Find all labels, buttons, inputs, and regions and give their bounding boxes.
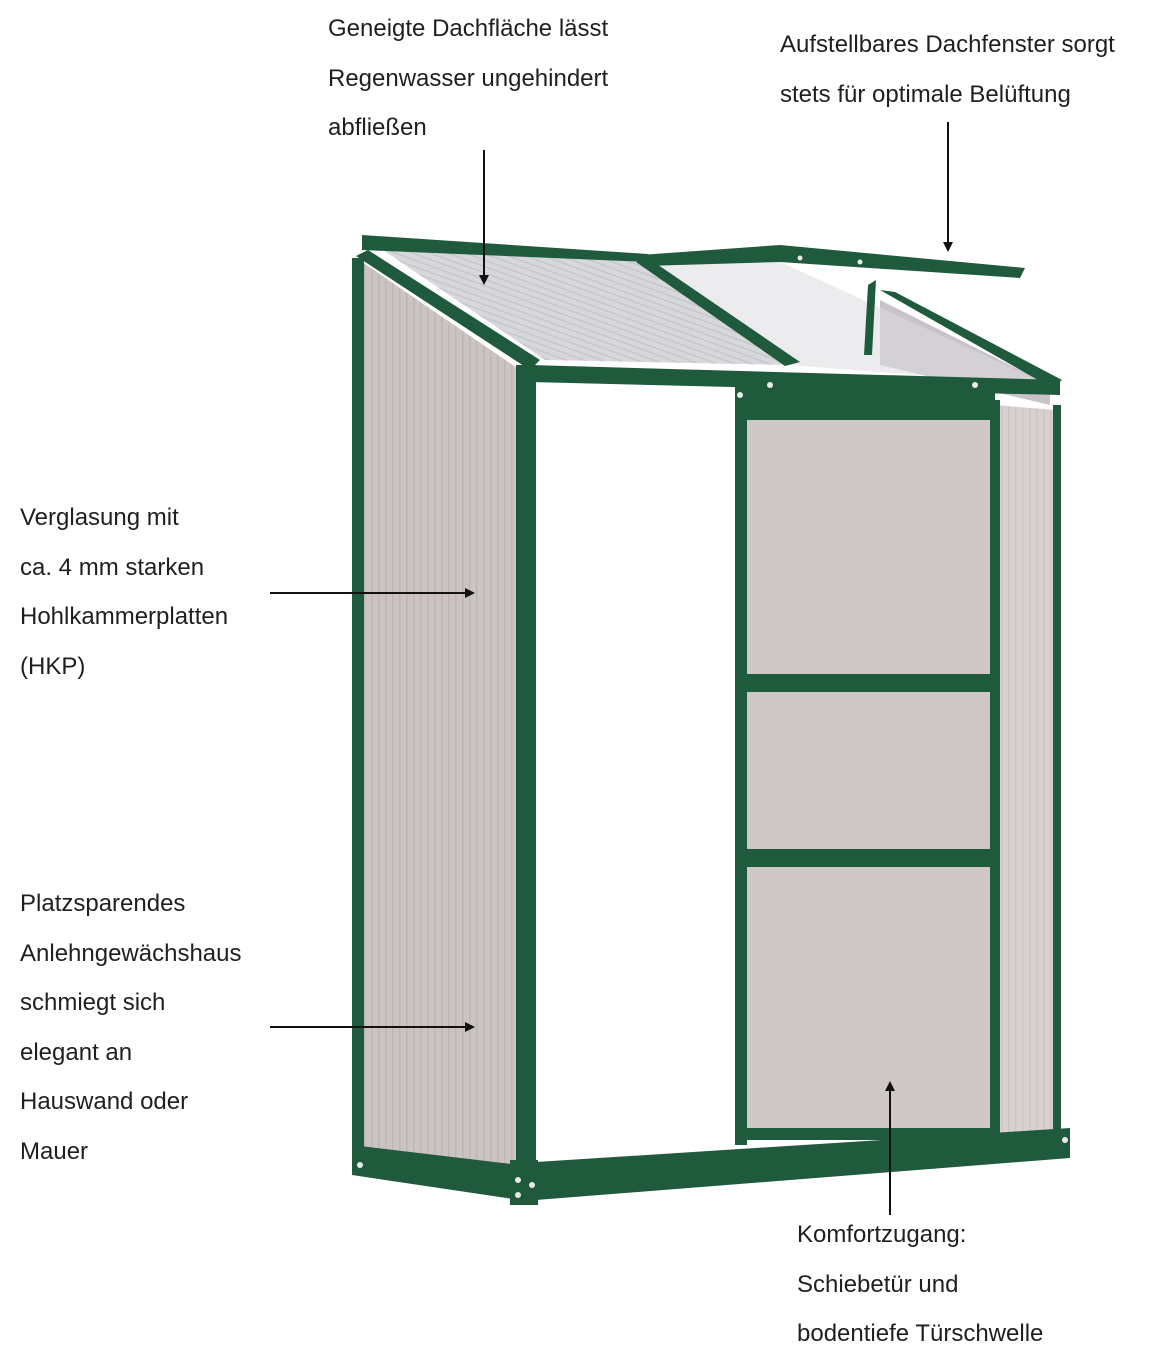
roof-panel-right: [640, 262, 1050, 385]
frame-roof-ridge: [362, 235, 648, 262]
frame-base-corner: [510, 1160, 538, 1205]
side-wall-panel: [362, 262, 520, 1170]
annotation-line: Verglasung mit: [20, 504, 179, 531]
annotation-window: Aufstellbares Dachfenster sorgt stets fü…: [780, 20, 1115, 119]
frame-door-post-right: [990, 400, 1000, 1140]
frame-door-post-left: [735, 375, 747, 1145]
annotation-line: Anlehngewächshaus: [20, 939, 242, 967]
frame-base-left: [352, 1145, 520, 1200]
annotation-line: ca. 4 mm starken: [20, 553, 205, 581]
annotation-line: (HKP): [20, 652, 86, 680]
frame-corner-post: [516, 365, 536, 1175]
roof-vent-support: [864, 280, 876, 355]
frame-left-post: [352, 258, 364, 1158]
door-panel-upper: [747, 420, 990, 675]
annotation-line: Schiebetür und: [797, 1270, 959, 1298]
annotation-door: Komfortzugang: Schiebetür und bodentiefe…: [797, 1210, 1043, 1359]
annotation-line: schmiegt sich: [20, 989, 166, 1016]
annotation-line: Hauswand oder: [20, 1088, 189, 1115]
frame-base-front: [536, 1128, 1070, 1200]
annotation-line: stets für optimale Belüftung: [780, 80, 1071, 108]
annotation-glazing: Verglasung mit ca. 4 mm starken Hohlkamm…: [20, 493, 228, 691]
door-rail-2: [745, 849, 995, 867]
roof-vent: [640, 245, 1025, 278]
annotation-line: Hohlkammerplatten: [20, 603, 229, 630]
annotation-line: Regenwasser ungehindert: [328, 64, 609, 92]
frame-roof-left-rafter: [356, 250, 540, 370]
annotation-line: Mauer: [20, 1137, 89, 1165]
frame-screws: [357, 255, 1068, 1198]
door-panel-middle: [747, 692, 990, 850]
annotation-line: elegant an: [20, 1038, 133, 1066]
frame-right-post: [1053, 405, 1061, 1135]
annotation-line: Komfortzugang:: [797, 1221, 967, 1248]
annotation-line: Platzsparendes: [20, 890, 186, 917]
end-wall-panel: [995, 405, 1055, 1135]
frame-roof-mid-rafter: [636, 258, 800, 366]
frame-roof-right-rafter: [880, 290, 1062, 388]
annotation-line: bodentiefe Türschwelle: [797, 1320, 1044, 1347]
annotation-line: Aufstellbares Dachfenster sorgt: [780, 31, 1115, 58]
frame-front-beam: [530, 365, 1060, 395]
door-rail-1: [745, 674, 995, 692]
door-panel-lower: [747, 867, 990, 1129]
annotation-line: abfließen: [328, 114, 427, 141]
annotation-lean-to: Platzsparendes Anlehngewächshaus schmieg…: [20, 879, 242, 1176]
annotation-roof: Geneigte Dachfläche lässt Regenwasser un…: [328, 4, 608, 153]
annotation-line: Geneigte Dachfläche lässt: [328, 15, 609, 42]
